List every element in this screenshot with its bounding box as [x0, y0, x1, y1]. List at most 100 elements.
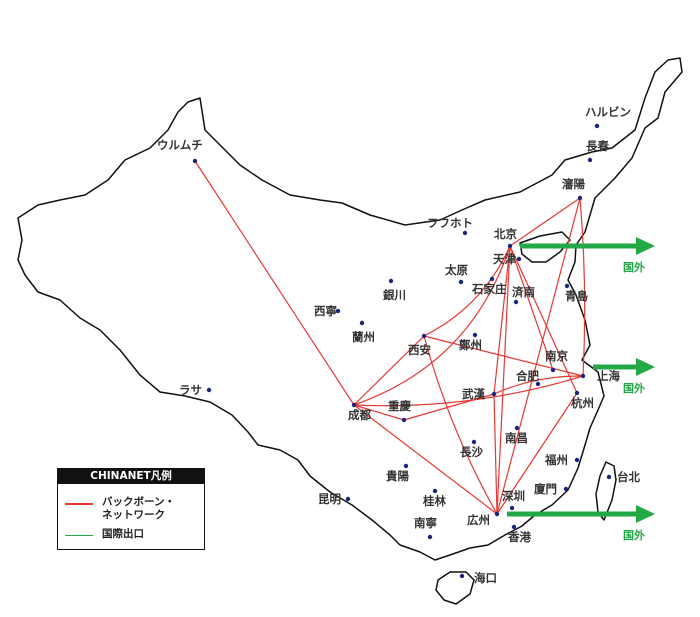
- backbone-link-beijing-chengdu: [353, 245, 511, 406]
- intl-label-beijing: 国外: [623, 260, 645, 274]
- city-dot-xiamen: [563, 486, 569, 492]
- intl-arrow-shaft-shanghai: [593, 364, 640, 370]
- city-label-wuhan: 武漢: [462, 387, 485, 401]
- city-dot-harbin: [594, 123, 600, 129]
- city-label-xian: 西安: [408, 343, 431, 357]
- city-dot-shenzhen: [509, 505, 515, 511]
- intl-arrow-shaft-beijing: [520, 243, 640, 249]
- legend-swatch-backbone: [65, 503, 93, 505]
- intl-arrow-head-guangzhou: [636, 505, 655, 523]
- city-label-changchun: 長春: [586, 139, 609, 153]
- city-dot-tianjin: [516, 256, 522, 262]
- city-label-hohhot: フフホト: [427, 216, 473, 230]
- city-dot-lanzhou: [359, 320, 365, 326]
- legend-item-backbone: バックボーン・ ネットワーク: [65, 496, 175, 522]
- backbone-link-urumqi-chengdu: [194, 160, 355, 406]
- city-dot-fuzhou: [574, 457, 580, 463]
- city-dot-guilin: [432, 488, 438, 494]
- city-label-shijiazhuang: 石家庄: [471, 282, 507, 296]
- city-label-xiamen: 廈門: [534, 482, 557, 496]
- city-dot-shijiazhuang: [489, 276, 495, 282]
- legend: CHINANET凡例 バックボーン・ ネットワーク 国際出口: [57, 468, 205, 550]
- city-dot-hangzhou: [574, 390, 580, 396]
- city-label-nanning: 南寧: [414, 516, 437, 530]
- city-dot-urumqi: [192, 158, 198, 164]
- city-label-xining: 西寧: [314, 304, 337, 318]
- city-label-hongkong: 香港: [507, 530, 531, 544]
- backbone-link-wuhan-guangzhou: [493, 393, 498, 515]
- city-label-qingdao: 青島: [565, 289, 588, 303]
- city-dot-changchun: [587, 157, 593, 163]
- city-dot-jinan: [513, 299, 519, 305]
- city-label-nanjing: 南京: [545, 349, 568, 363]
- intl-arrow-head-shanghai: [636, 358, 655, 376]
- backbone-link-hangzhou-guangzhou: [496, 392, 578, 515]
- city-dot-guangzhou: [494, 511, 500, 517]
- backbone-link-chengdu-chongqing: [353, 404, 405, 421]
- city-dot-shenyang: [577, 195, 583, 201]
- city-dot-taipei: [606, 474, 612, 480]
- city-dot-nanchang: [514, 425, 520, 431]
- city-dot-lhasa: [206, 387, 212, 393]
- city-dot-xining: [335, 308, 341, 314]
- city-label-lhasa: ラサ: [179, 383, 202, 397]
- intl-label-guangzhou: 国外: [623, 528, 645, 542]
- mainland-china-outline: [17, 57, 683, 561]
- city-dot-hongkong: [511, 524, 517, 530]
- city-label-jinan: 済南: [512, 285, 535, 299]
- backbone-link-chengdu-guangzhou: [353, 404, 498, 515]
- city-dot-zhengzhou: [472, 332, 478, 338]
- backbone-link-xian-shanghai: [423, 335, 584, 377]
- backbone-link-wuhan-shanghai: [493, 375, 584, 395]
- city-label-hangzhou: 杭州: [571, 396, 594, 410]
- legend-label-international: 国際出口: [102, 528, 144, 540]
- city-label-tianjin: 天津: [493, 252, 516, 266]
- city-label-guangzhou: 広州: [467, 513, 490, 527]
- city-label-shenyang: 瀋陽: [562, 177, 585, 191]
- backbone-link-beijing-guangzhou: [496, 245, 511, 515]
- backbone-link-chongqing-wuhan: [403, 393, 495, 421]
- backbone-link-xian-chengdu: [353, 335, 425, 406]
- city-dot-haikou: [459, 573, 465, 579]
- legend-title: CHINANET凡例: [58, 469, 204, 484]
- city-dot-nanjing: [550, 367, 556, 373]
- city-label-hefei: 合肥: [516, 369, 539, 383]
- backbone-link-xian-guangzhou: [423, 335, 498, 515]
- backbone-link-beijing-wuhan: [493, 245, 511, 395]
- taiwan-island-outline: [595, 461, 617, 521]
- city-label-yinchuan: 銀川: [383, 288, 406, 302]
- city-dot-taiyuan: [458, 279, 464, 285]
- city-dot-guiyang: [403, 463, 409, 469]
- city-label-beijing: 北京: [494, 227, 517, 241]
- intl-arrow-head-beijing: [636, 237, 655, 255]
- backbone-link-shenyang-guangzhou: [496, 197, 581, 515]
- city-dot-xian: [421, 333, 427, 339]
- city-dot-nanning: [427, 534, 433, 540]
- city-label-lanzhou: 蘭州: [352, 330, 375, 344]
- city-label-haikou: 海口: [474, 571, 497, 585]
- city-label-urumqi: ウルムチ: [157, 138, 203, 152]
- legend-item-international: 国際出口: [65, 528, 144, 541]
- backbone-link-beijing-xian: [423, 245, 511, 337]
- city-dot-wuhan: [491, 391, 497, 397]
- city-label-zhengzhou: 鄭州: [458, 338, 482, 352]
- city-dot-qingdao: [564, 283, 570, 289]
- city-dot-kunming: [345, 496, 351, 502]
- city-label-chengdu: 成都: [348, 408, 371, 422]
- city-dot-beijing: [507, 243, 513, 249]
- legend-swatch-international: [65, 535, 93, 536]
- backbone-link-beijing-nanjing: [509, 245, 554, 371]
- city-label-shanghai: 上海: [597, 369, 620, 383]
- city-markers: ウルムチハルビン長春瀋陽フフホト北京天津銀川太原石家庄済南青島西寧蘭州鄭州西安南…: [157, 105, 640, 585]
- intl-label-shanghai: 国外: [623, 381, 645, 395]
- city-dot-shanghai: [580, 373, 586, 379]
- intl-arrow-shaft-guangzhou: [507, 511, 640, 517]
- city-label-taipei: 台北: [617, 470, 640, 484]
- city-label-taiyuan: 太原: [444, 263, 468, 277]
- city-dot-hefei: [535, 381, 541, 387]
- city-label-guilin: 桂林: [422, 494, 446, 508]
- city-dot-chengdu: [351, 402, 357, 408]
- city-label-fuzhou: 福州: [544, 453, 568, 467]
